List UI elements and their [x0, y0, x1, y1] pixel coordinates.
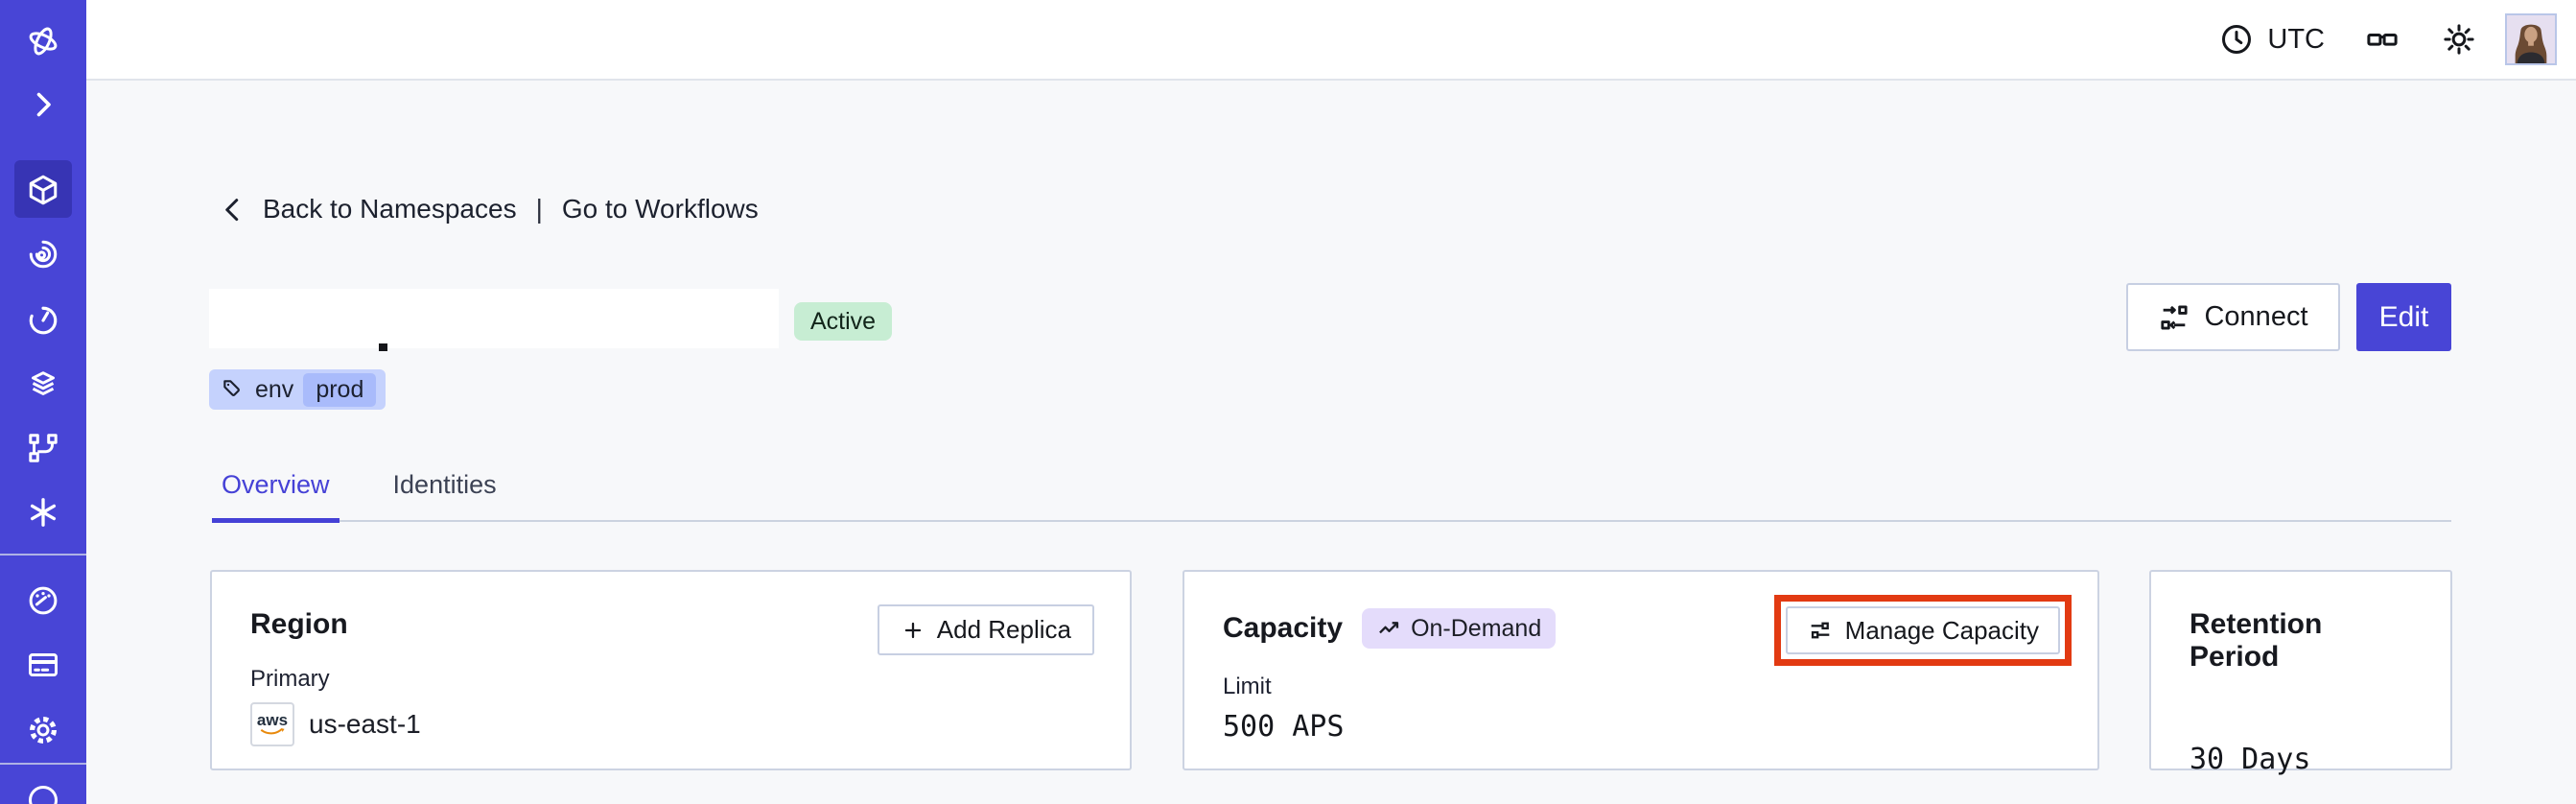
add-replica-label: Add Replica [936, 615, 1071, 644]
on-demand-badge: On-Demand [1362, 608, 1557, 649]
region-value: us-east-1 [309, 709, 421, 739]
timezone-selector[interactable]: UTC [2217, 20, 2325, 59]
tag-value: prod [303, 372, 377, 407]
region-card-title: Region [250, 608, 348, 640]
sidebar-item-asterisk-icon[interactable] [25, 494, 61, 531]
red-annotation-box: Manage Capacity [1773, 595, 2072, 666]
sidebar-divider [0, 763, 86, 765]
connect-button[interactable]: Connect [2126, 283, 2340, 351]
sidebar-item-branch-icon[interactable] [25, 430, 61, 466]
status-badge: Active [794, 302, 893, 341]
sidebar-item-stack-layers-icon[interactable] [25, 367, 61, 403]
connect-button-label: Connect [2204, 301, 2308, 332]
tab-bar: Overview Identities [212, 466, 2451, 523]
primary-region-row: aws us-east-1 [250, 702, 1091, 746]
sidebar-item-namespaces-cube-icon[interactable] [25, 172, 61, 208]
capacity-card-title: Capacity [1223, 612, 1344, 644]
topbar: UTC [86, 0, 2576, 81]
add-replica-button[interactable]: Add Replica [877, 604, 1094, 655]
limit-value: 500 APS [1223, 710, 1345, 744]
tab-identities[interactable]: Identities [392, 470, 497, 499]
trending-up-icon [1379, 621, 1399, 633]
breadcrumb-separator: | [535, 194, 543, 224]
breadcrumb-back-link[interactable]: Back to Namespaces [263, 194, 517, 224]
primary-label: Primary [250, 666, 330, 692]
sun-icon[interactable] [2440, 20, 2478, 59]
expand-sidebar-chevron-icon[interactable] [25, 86, 61, 123]
sidebar-divider [0, 554, 86, 556]
sidebar-item-workflows-spiral-icon[interactable] [25, 236, 61, 272]
breadcrumb: Back to Namespaces | Go to Workflows [219, 194, 759, 225]
region-card: Region Add Replica Primary aws us-east-1 [210, 570, 1132, 770]
glasses-icon[interactable] [2363, 20, 2401, 59]
sidebar-item-account-circle-icon[interactable] [25, 779, 61, 804]
timezone-label: UTC [2267, 23, 2325, 55]
sidebar-item-billing-card-icon[interactable] [25, 647, 61, 683]
tab-overview[interactable]: Overview [212, 466, 340, 523]
manage-capacity-button[interactable]: Manage Capacity [1785, 606, 2060, 654]
retention-card-title: Retention Period [2190, 608, 2323, 673]
retention-card: Retention Period 30 Days [2149, 570, 2452, 776]
manage-capacity-label: Manage Capacity [1844, 615, 2039, 645]
limit-label: Limit [1223, 674, 1272, 699]
namespace-tag: env prod [209, 369, 386, 410]
edit-button-label: Edit [2378, 300, 2429, 333]
sidebar-item-schedules-timer-icon[interactable] [25, 302, 61, 339]
edit-button[interactable]: Edit [2356, 283, 2451, 351]
tag-icon [221, 377, 246, 402]
sliders-icon [1811, 622, 1829, 639]
main-content: Back to Namespaces | Go to Workflows Act… [86, 83, 2576, 804]
user-avatar[interactable] [2505, 13, 2557, 65]
chevron-left-icon[interactable] [219, 195, 247, 224]
plus-icon [904, 622, 921, 638]
capacity-card: Capacity On-Demand Manage Capacity Limit… [1183, 570, 2099, 770]
retention-value: 30 Days [2190, 743, 2311, 776]
namespace-name-redacted [209, 289, 779, 348]
breadcrumb-workflows-link[interactable]: Go to Workflows [561, 194, 759, 224]
sidebar-item-usage-gauge-icon[interactable] [25, 582, 61, 619]
temporal-logo-icon[interactable] [25, 23, 61, 59]
aws-provider-icon: aws [250, 702, 294, 746]
sidebar-item-settings-gear-icon[interactable] [25, 712, 61, 748]
namespace-name-remnant [379, 343, 387, 351]
tag-key: env [255, 375, 294, 403]
clock-icon [2217, 20, 2256, 59]
sidebar [0, 0, 86, 804]
